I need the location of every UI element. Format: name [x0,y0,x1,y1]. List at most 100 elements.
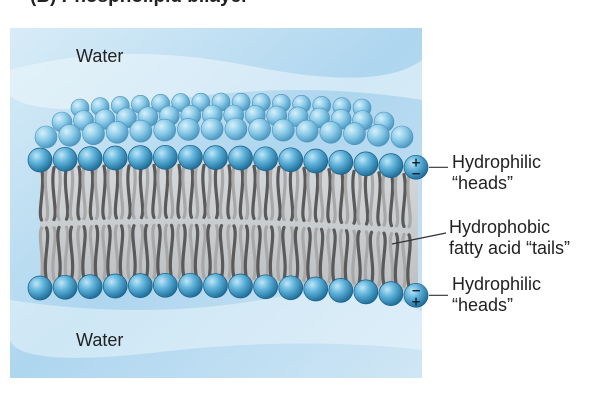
lipid-tail [288,226,295,282]
label-line: “heads” [452,173,514,193]
lipid-tail [156,163,162,219]
charge-minus: − [411,283,421,297]
lipid-head [153,118,176,142]
lipid-tail [118,224,125,280]
lipid-tail [138,164,145,220]
lipid-tail [268,225,275,281]
lipid-head [152,144,178,170]
lipid-tail [293,226,300,282]
lipid-head [27,275,53,301]
lipid-tail [338,168,345,224]
lipid-tail [131,224,137,280]
label-line: Hydrophobic [449,217,551,237]
lipid-tail [388,232,395,288]
lipid-tail [381,171,387,227]
lipid-head [378,281,404,306]
lipid-tail [113,164,120,220]
lipid-tail [68,225,75,281]
lipid-head [34,125,58,149]
lipid-tail [76,165,82,221]
lipid-head [253,274,278,300]
lipid-tail [406,173,412,229]
lipid-tail [131,164,137,220]
lipid-tail [306,167,312,223]
lipid-tail [401,232,407,289]
lipid-head [102,145,128,171]
lipid-tail [156,223,162,279]
lipid-tail [351,229,357,285]
lipid-tail [101,164,107,220]
lipid-head [278,147,304,173]
lipid-tail [331,168,337,224]
lipid-head [228,145,253,171]
lipid-tail [226,224,232,280]
lipid-tail [313,227,320,283]
charge-plus: + [411,294,421,308]
lipid-tail [226,164,232,220]
lipid-tail [68,165,75,221]
lipid-tail [231,224,237,280]
lipid-head [203,145,228,170]
lipid-tail [88,165,95,221]
lipid-tail [193,163,200,219]
lipid-head [152,272,178,298]
lipid-tail [201,163,207,219]
lipid-tail [356,229,362,286]
lipid-tail [138,224,145,280]
lipid-head [403,282,429,308]
lipid-tail [318,227,325,283]
lipid-head [319,121,343,144]
lipid-tail [243,224,250,280]
lipid-head [378,153,404,178]
lipid-tail [388,172,395,228]
lipid-tail [38,226,45,282]
lipid-head [200,117,224,141]
hydrophobic-tails-label: Hydrophobic fatty acid “tails” [449,217,570,259]
lipid-head [328,278,354,303]
lipid-tail [168,163,175,219]
label-line: fatty acid “tails” [449,238,571,258]
lipid-tail [276,225,282,281]
lipid-head [178,144,203,170]
lipid-tail [88,225,95,281]
lipid-tail [213,224,220,280]
lipid-tail [206,223,212,280]
lipid-head [353,279,379,305]
lipid-tail [243,164,250,220]
lipid-tail [76,225,82,281]
lipid-tail [168,223,175,279]
lipid-tail [338,228,345,284]
lipid-tail [276,165,282,221]
lipid-tail [238,164,245,220]
lipid-tail [381,231,387,287]
lipid-tail [43,226,50,282]
lipid-head [328,150,354,175]
lipid-tail [251,164,257,220]
lipid-head [52,146,78,172]
lipid-tail [118,164,125,220]
lipid-tail [281,165,287,222]
charge-minus: − [411,166,421,180]
lipid-head [77,146,103,171]
water-highlight [10,53,422,110]
lipid-tail [313,167,320,223]
label-line: Hydrophilic [452,274,542,294]
lipid-tail [176,163,182,219]
lipid-head [177,118,200,141]
lipid-tail [93,164,100,220]
lipid-tail [376,231,382,287]
lipid-head [58,124,81,147]
lipid-tail [193,223,200,279]
lipid-tail [43,166,50,222]
lipid-tail [238,224,245,280]
lipid-tail [56,225,62,281]
lipid-tail [218,164,225,220]
lipid-tail [326,168,332,224]
lipid-tail [81,225,87,281]
charge-plus: + [411,155,421,169]
lipid-tail [251,224,257,280]
lipid-tail [301,226,307,282]
lipid-tail [288,166,295,222]
lipid-tail [368,170,375,226]
